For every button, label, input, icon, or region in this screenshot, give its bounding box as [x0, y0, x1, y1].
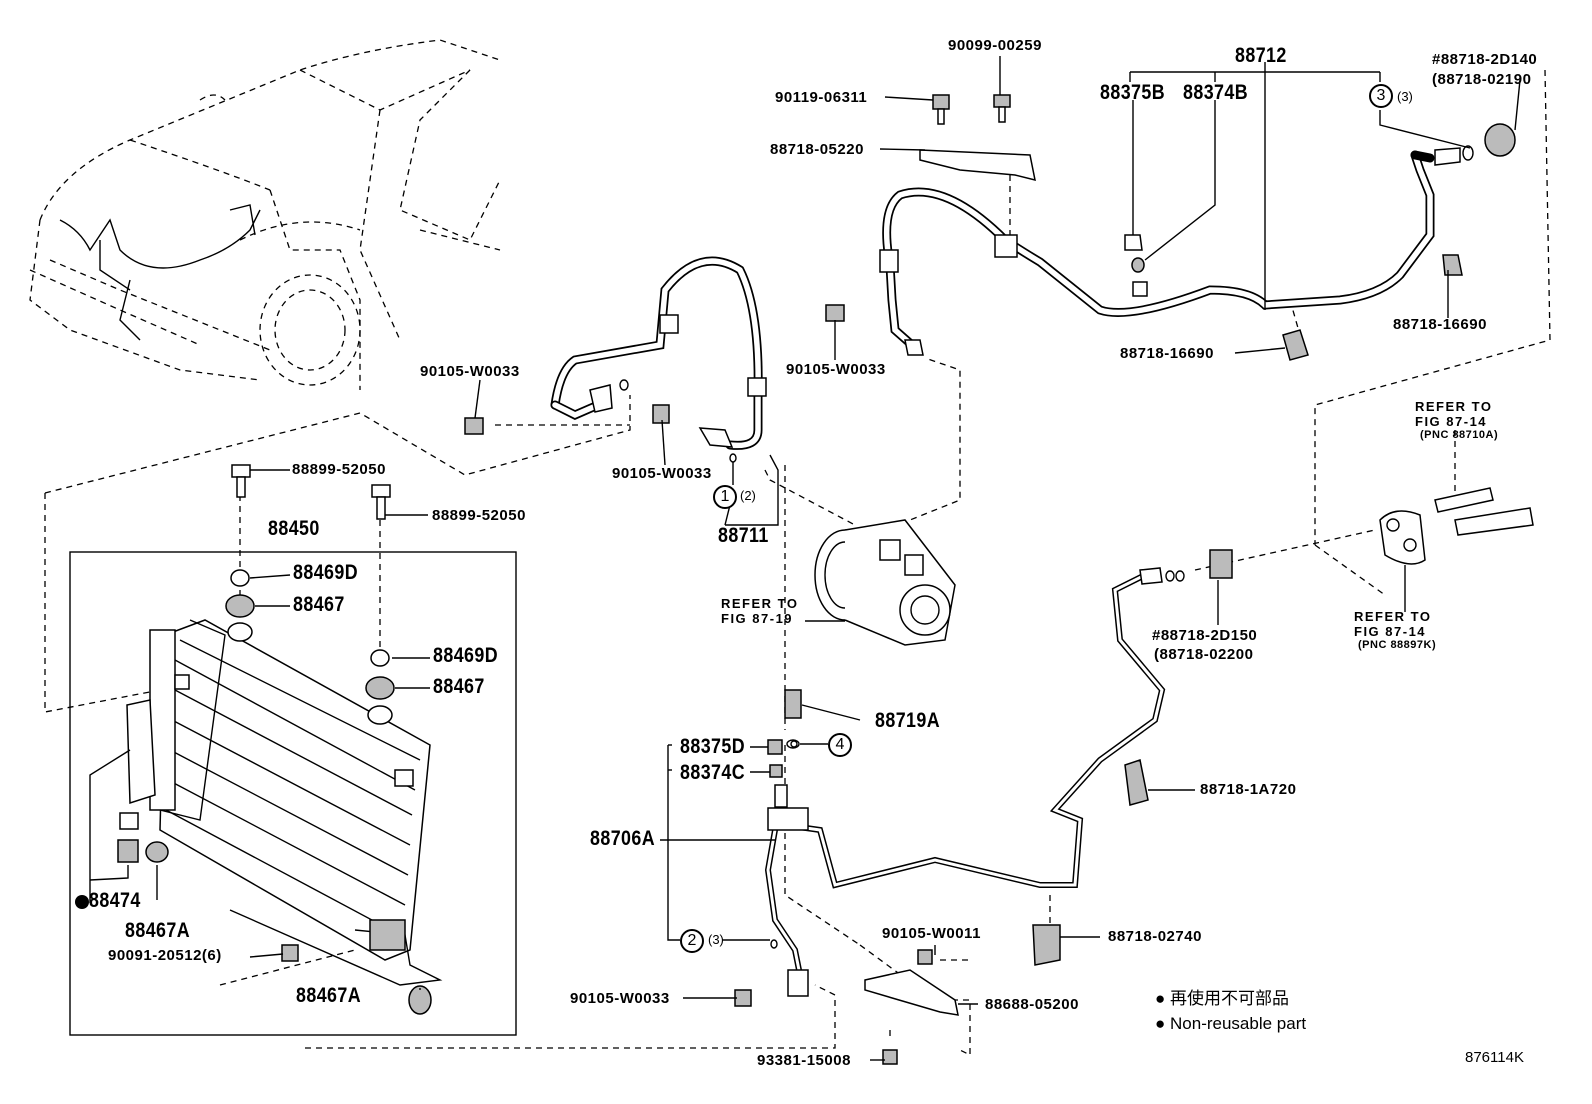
part-label-88712: 88712: [1235, 44, 1287, 67]
part-label-93381-15008: 93381-15008: [757, 1052, 851, 1069]
legend-dot: ●: [1155, 989, 1166, 1008]
circle-ref-4: 4: [828, 733, 852, 757]
refer-fig-87-14-b-line2: FIG 87-14: [1354, 624, 1427, 639]
part-label-88899-52050-left: 88899-52050: [292, 461, 386, 478]
circle-ref-2-qty: (3): [708, 932, 724, 947]
legend-item-japanese: ● 再使用不可部品: [1155, 990, 1289, 1007]
part-label-88718-1A720: 88718-1A720: [1200, 781, 1297, 798]
refer-fig-87-14-b-line3: (PNC 88897K): [1358, 639, 1437, 651]
part-label-88899-52050-right: 88899-52050: [432, 507, 526, 524]
vehicle-sketch: [29, 39, 501, 390]
part-label-88467-lower: 88467: [433, 675, 485, 698]
condenser: [117, 464, 443, 1015]
hose-88712: [825, 94, 1516, 361]
part-label-88718-02740: 88718-02740: [1108, 928, 1202, 945]
liquid-tube-88706A: [734, 549, 1233, 1065]
part-label-88718-2D140: #88718-2D140: [1432, 51, 1538, 68]
part-label-88711: 88711: [718, 524, 769, 547]
refer-fig-87-19-line2: FIG 87-19: [721, 611, 794, 626]
leader-zones: [44, 69, 1551, 1057]
part-label-90105-W0033-suction-bolt: 90105-W0033: [612, 465, 712, 482]
part-label-88467A-bottom: 88467A: [296, 984, 362, 1007]
part-label-88467-upper: 88467: [293, 593, 345, 616]
hose-88711: [464, 256, 767, 463]
refer-fig-87-19-line1: REFER TO: [721, 596, 799, 611]
circle-ref-1-qty: (2): [740, 488, 756, 503]
legend-text-japanese: 再使用不可部品: [1170, 989, 1290, 1008]
part-label-88719A: 88719A: [875, 709, 941, 732]
part-label-88375B: 88375B: [1100, 81, 1166, 104]
part-label-90099-00259: 90099-00259: [948, 37, 1042, 54]
part-label-88718-16690-right: 88718-16690: [1393, 316, 1487, 333]
part-label-88718-02200: (88718-02200: [1154, 646, 1254, 663]
legend-dot: ●: [1155, 1014, 1166, 1033]
part-label-88718-02190: (88718-02190: [1432, 71, 1532, 88]
compressor: [814, 519, 956, 646]
part-label-88474: 88474: [89, 889, 141, 912]
part-label-90105-W0011: 90105-W0011: [882, 925, 981, 942]
part-label-88374C: 88374C: [680, 761, 746, 784]
refer-fig-87-14-b-line1: REFER TO: [1354, 609, 1432, 624]
non-reusable-dot-88474: [75, 895, 89, 909]
part-label-90091-20512: 90091-20512(6): [108, 947, 222, 964]
diagram-id: 876114K: [1465, 1049, 1524, 1066]
refer-87-14-parts: [1379, 487, 1534, 565]
circle-ref-1: 1: [713, 485, 737, 509]
circle-ref-3: 3: [1369, 84, 1393, 108]
circle-ref-2: 2: [680, 929, 704, 953]
part-label-88450: 88450: [268, 517, 320, 540]
part-label-88718-16690-center: 88718-16690: [1120, 345, 1214, 362]
part-label-88374B: 88374B: [1183, 81, 1249, 104]
part-label-90105-W0033-tube-bolt: 90105-W0033: [570, 990, 670, 1007]
part-label-90105-W0033-compressor-bolt: 90105-W0033: [786, 361, 886, 378]
part-label-90119-06311: 90119-06311: [775, 89, 868, 106]
refer-fig-87-14-a-line1: REFER TO: [1415, 399, 1493, 414]
part-label-88469D-upper: 88469D: [293, 561, 359, 584]
refer-fig-87-14-a-line2: FIG 87-14: [1415, 414, 1488, 429]
legend-item-english: ● Non-reusable part: [1155, 1015, 1306, 1032]
part-label-88375D: 88375D: [680, 735, 746, 758]
circle-ref-3-qty: (3): [1397, 89, 1413, 104]
part-label-88688-05200: 88688-05200: [985, 996, 1079, 1013]
condenser-box: [69, 551, 517, 1036]
legend-text-english: Non-reusable part: [1170, 1014, 1307, 1033]
part-label-90105-W0033-hose-bolt: 90105-W0033: [420, 363, 520, 380]
part-label-88706A: 88706A: [590, 827, 656, 850]
leader-lines: [89, 56, 1521, 1061]
part-label-88718-05220: 88718-05220: [770, 141, 864, 158]
refer-fig-87-14-a-line3: (PNC 88710A): [1420, 429, 1499, 441]
part-label-88469D-lower: 88469D: [433, 644, 499, 667]
part-label-88467A-left: 88467A: [125, 919, 191, 942]
part-label-88718-2D150: #88718-2D150: [1152, 627, 1258, 644]
